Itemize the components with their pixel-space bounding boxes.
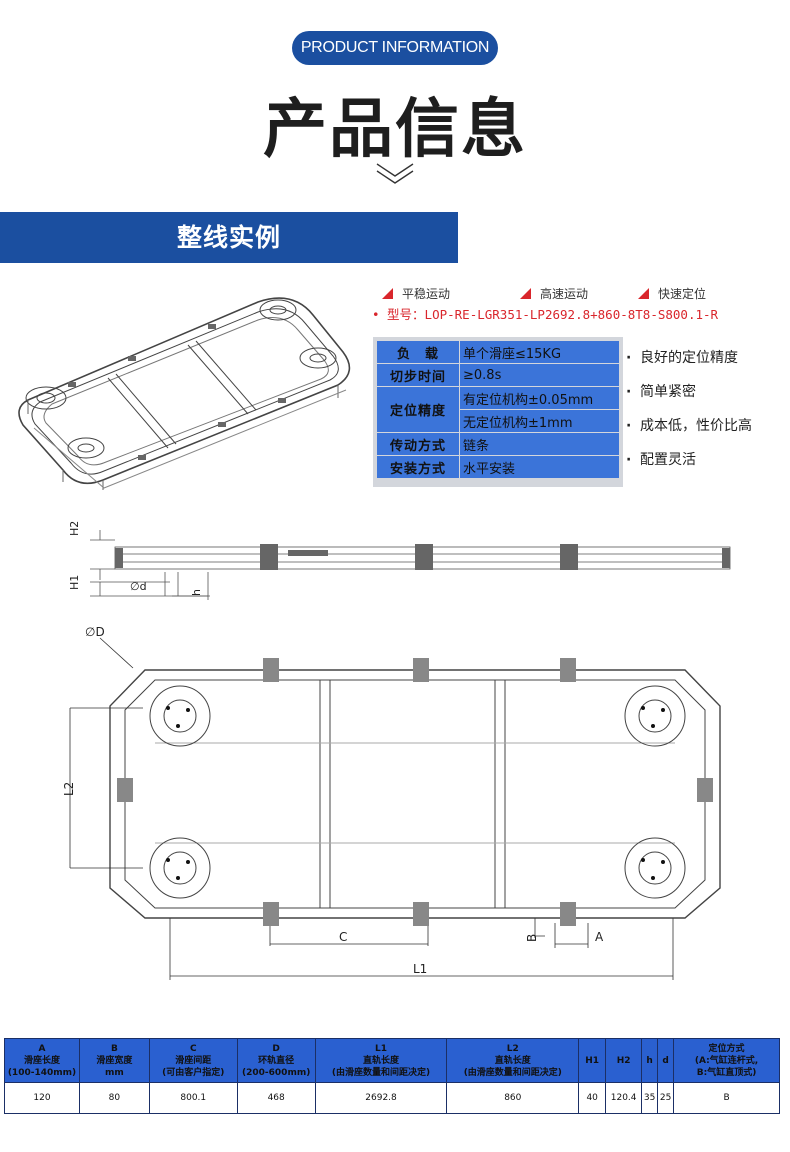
dim-label-d: ∅d [130, 580, 147, 593]
col-header-d-small: d [657, 1038, 675, 1083]
red-triangle-icon [520, 288, 531, 299]
spec-key: 负 载 [376, 340, 460, 364]
top-view-drawing: ∅D L2 C B A L1 [62, 625, 721, 980]
list-item: ·成本低，性价比高 [626, 418, 752, 434]
dim-label-A: A [595, 930, 604, 944]
dim-label-C: C [339, 930, 347, 944]
dim-label-D: ∅D [85, 625, 105, 639]
table-row: 无定位机构±1mm [377, 409, 620, 433]
col-header-positioning: 定位方式(A:气缸连杆式,B:气缸直顶式) [673, 1038, 780, 1083]
spec-value: 水平安装 [459, 455, 620, 479]
dim-label-h1: H1 [68, 575, 81, 590]
table-cell: 35 [641, 1082, 659, 1114]
bullet-text: 配置灵活 [640, 452, 696, 468]
spec-value: 链条 [459, 432, 620, 456]
table-cell: 25 [657, 1082, 675, 1114]
table-cell: 2692.8 [314, 1082, 448, 1114]
spec-key: 安装方式 [376, 455, 460, 479]
isometric-line-drawing [18, 297, 351, 490]
list-item: ·良好的定位精度 [626, 350, 738, 366]
feature-tag: 平稳运动 [382, 284, 450, 304]
side-view-drawing: H2 H1 ∅d h [68, 521, 731, 600]
spec-key: 传动方式 [376, 432, 460, 456]
section-title: 整线实例 [176, 223, 281, 252]
feature-tag: 快速定位 [638, 284, 706, 304]
feature-tags: 平稳运动 高速运动 快速定位 [382, 284, 782, 304]
section-band [0, 212, 458, 263]
spec-key: 定位精度 [376, 386, 460, 433]
table-cell: 80 [78, 1082, 150, 1114]
dim-label-L1: L1 [413, 962, 427, 976]
table-row: 定位精度 有定位机构±0.05mm [376, 386, 620, 433]
dim-label-h: h [190, 589, 203, 596]
dim-label-h2: H2 [68, 521, 81, 536]
list-item: ·简单紧密 [626, 384, 696, 400]
feature-label: 快速定位 [658, 287, 707, 301]
spec-table-frame: 负 载 单个滑座≤15KG 切步时间 ≥0.8s 定位精度 有定位机构±0.05… [373, 337, 623, 487]
bullet-text: 简单紧密 [640, 384, 696, 400]
col-header-h2: H2 [605, 1038, 643, 1083]
feature-bullets: ·良好的定位精度 ·简单紧密 ·成本低，性价比高 ·配置灵活 [626, 344, 788, 480]
red-triangle-icon [382, 288, 393, 299]
feature-tag: 高速运动 [520, 284, 588, 304]
table-cell: 40 [578, 1082, 607, 1114]
table-row: 传动方式 链条 [376, 432, 620, 456]
chevron-down-icon [376, 163, 414, 184]
page-title: 产品信息 [263, 93, 527, 167]
feature-label: 高速运动 [540, 287, 589, 301]
table-cell: 800.1 [148, 1082, 238, 1114]
spec-table: 负 载 单个滑座≤15KG 切步时间 ≥0.8s 定位精度 有定位机构±0.05… [376, 340, 620, 479]
model-number: • 型号：LOP-RE-LGR351-LP2692.8+860-8T8-S800… [372, 307, 719, 322]
spec-value: 无定位机构±1mm [459, 409, 620, 433]
spec-value: 单个滑座≤15KG [459, 340, 620, 364]
col-header-h1: H1 [578, 1038, 607, 1083]
spec-value: ≥0.8s [459, 363, 620, 387]
table-row: 安装方式 水平安装 [376, 455, 620, 479]
col-header-h: h [641, 1038, 659, 1083]
red-triangle-icon [638, 288, 649, 299]
table-row: 120 80 800.1 468 2692.8 860 40 120.4 35 … [4, 1082, 780, 1114]
spec-value: 有定位机构±0.05mm [459, 386, 620, 410]
dim-label-L2: L2 [62, 782, 76, 796]
spec-key: 切步时间 [376, 363, 460, 387]
table-cell: B [673, 1082, 780, 1114]
dim-label-B: B [525, 934, 539, 942]
table-cell: 120 [4, 1082, 80, 1114]
table-row: 负 载 单个滑座≤15KG [376, 340, 620, 364]
table-cell: 860 [446, 1082, 580, 1114]
bullet-text: 良好的定位精度 [640, 350, 738, 366]
table-cell: 468 [236, 1082, 316, 1114]
list-item: ·配置灵活 [626, 452, 696, 468]
product-information-pill: PRODUCT INFORMATION [292, 31, 498, 65]
table-cell: 120.4 [605, 1082, 643, 1114]
bullet-text: 成本低，性价比高 [640, 418, 752, 434]
feature-label: 平稳运动 [402, 287, 451, 301]
table-row: 切步时间 ≥0.8s [376, 363, 620, 387]
